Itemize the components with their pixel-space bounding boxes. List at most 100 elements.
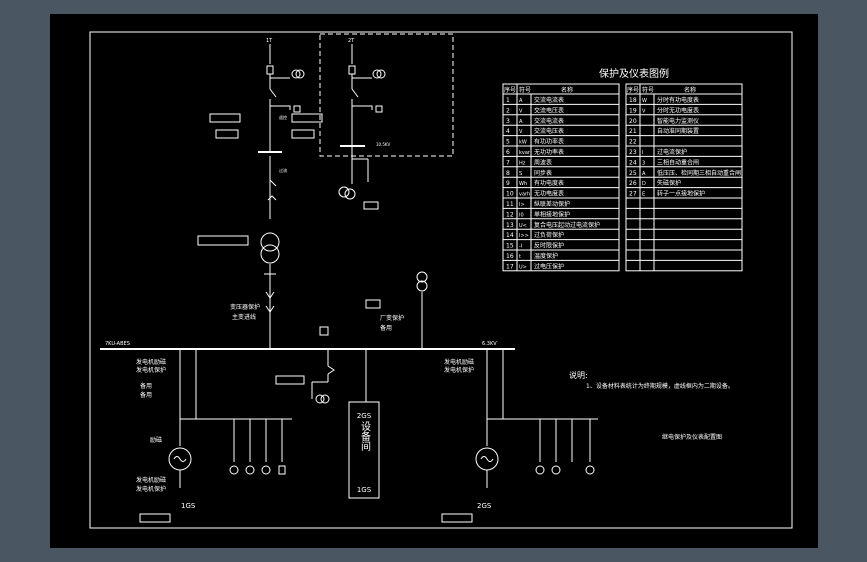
right-unit-label: 2GS: [477, 502, 492, 510]
legend-right-row-name: 分时无功电度表: [657, 106, 699, 114]
right-generator-unit: 发电机励磁 发电机保护 2GS: [441, 349, 598, 523]
legend-right-row-no: 19: [629, 107, 637, 114]
left-spare-b: 备用: [140, 391, 152, 399]
legend-right-row-no: 25: [629, 170, 637, 177]
single-line-diagram: 1T 遥控 过流 2T 10.5KV: [89, 31, 793, 529]
station-spare-label: 备用: [380, 324, 392, 332]
legend-left-row-sym: U>: [519, 264, 527, 270]
legend-right-row-sym: A: [642, 171, 646, 177]
right-voltage-label: 10.5KV: [376, 142, 391, 147]
drawing-title: 继电保护及仪表配置图: [662, 433, 722, 441]
legend-left-row-name: 交流电压表: [534, 127, 564, 135]
legend-left-row-sym: -I: [519, 244, 522, 250]
left-gen-bottom-2: 发电机保护: [136, 485, 166, 493]
legend-left-row-no: 10: [506, 191, 514, 198]
legend-right-row-name: 三相自动重合闸: [657, 158, 699, 166]
station-transformer-branch: 厂变保护 备用: [365, 271, 428, 349]
notes-heading: 说明:: [569, 370, 588, 380]
legend-left-row-no: 14: [506, 232, 514, 239]
left-incoming-feeder: 1T 遥控 过流: [209, 38, 305, 219]
legend-left-row-no: 4: [506, 128, 510, 135]
legend-left-row-no: 7: [506, 159, 510, 166]
panel-title: 设备间: [359, 421, 371, 452]
legend-left-row-no: 17: [506, 263, 514, 270]
legend-left-row-no: 16: [506, 253, 514, 260]
legend-left-row-no: 9: [506, 180, 510, 187]
legend-left-row-sym: I0: [519, 212, 524, 218]
pt-branch: [275, 349, 335, 404]
legend-right-row-no: 21: [629, 128, 637, 135]
legend-left-header-sym: 符号: [519, 86, 531, 94]
legend-left-row-no: 8: [506, 170, 510, 177]
legend-left-row-name: 无功电度表: [534, 190, 564, 198]
legend-left-row-name: 单相接地保护: [534, 210, 570, 218]
legend-left-row-no: 15: [506, 243, 514, 250]
right-bus-label: 2T: [348, 38, 355, 44]
bus-right-label: 6.3KV: [482, 341, 497, 347]
legend-right-row-name: 低压压、检同期三相自动重合闸: [657, 169, 741, 177]
legend-right-row-no: 23: [629, 149, 637, 156]
legend-left-row-sym: S: [519, 171, 522, 177]
legend-left-row-name: 复合电压起动过电流保护: [534, 221, 600, 229]
drawing-border: [89, 31, 793, 529]
legend-left-row-sym: I>: [519, 202, 525, 208]
legend-right-row-name: 智能电力监测仪: [657, 117, 699, 125]
legend-left-row-no: 13: [506, 222, 514, 229]
main-transformer: 变压器保护 主变进线: [197, 232, 329, 349]
legend-left-row-sym: varh: [519, 192, 530, 198]
legend-left-row-name: 交流电压表: [534, 106, 564, 114]
legend-left-row-name: 过负荷保护: [534, 231, 564, 239]
legend-right-row-sym: D: [642, 181, 646, 187]
left-excitation-label: 励磁: [150, 436, 162, 444]
bus-left-label: 7KU-ABES: [105, 341, 130, 347]
legend-left-row-no: 1: [506, 97, 510, 104]
legend-left-row-name: 同步表: [534, 169, 552, 177]
legend-left-row-no: 3: [506, 118, 510, 125]
panel-top-label: 2GS: [357, 412, 372, 420]
legend-right-row-name: 转子一点接地保护: [657, 190, 705, 198]
legend-left-row-sym: V: [519, 108, 523, 114]
svg-text:发电机保护: 发电机保护: [444, 366, 474, 374]
legend-left-header-name: 名称: [561, 86, 573, 94]
legend-right-row-sym: W: [642, 98, 647, 104]
legend-left-row-name: 周波表: [534, 158, 552, 166]
legend-title: 保护及仪表图例: [599, 67, 669, 80]
legend-left-row-name: 温度保护: [534, 252, 558, 260]
legend-right-row-name: 失磁保护: [657, 179, 681, 187]
legend-left-row-no: 2: [506, 107, 510, 114]
legend-left-row-name: 纵联差动保护: [534, 200, 570, 208]
legend-left-header-no: 序号: [504, 86, 516, 94]
legend-left-row-sym: U<: [519, 223, 527, 229]
left-gen-bottom-1: 发电机励磁: [136, 476, 166, 484]
legend-right-row-sym: I: [642, 150, 643, 156]
legend-right-row-sym: E: [642, 192, 645, 198]
phase-two-box: [319, 33, 454, 157]
legend-left-row-sym: I>>: [519, 233, 529, 239]
legend-right-row-name: 过电流保护: [657, 148, 687, 156]
legend-right-row-no: 18: [629, 97, 637, 104]
right-incoming-feeder: 2T 10.5KV: [291, 38, 391, 210]
legend-left-row-no: 12: [506, 211, 514, 218]
legend-left-row-name: 反时限保护: [534, 242, 564, 250]
equipment-room-panel: 2GS 设备间 1GS: [348, 349, 380, 499]
legend-left-row-sym: Hz: [519, 160, 526, 166]
left-gen-protect-label: 发电机保护: [136, 366, 166, 374]
legend-right-row-sym: 3: [642, 160, 645, 166]
legend-left-row-no: 6: [506, 149, 510, 156]
main-incoming-label: 主变进线: [232, 313, 256, 321]
legend-right-row-no: 22: [629, 139, 637, 146]
legend-left-row-sym: Wh: [519, 181, 527, 187]
transformer-protection-label: 变压器保护: [230, 303, 260, 311]
legend-left-row-sym: A: [519, 119, 523, 125]
legend-left-row-sym: V: [519, 129, 523, 135]
left-gen-excite-label: 发电机励磁: [136, 358, 166, 366]
legend-right-row-no: 27: [629, 191, 637, 198]
left-spare-a: 备用: [140, 382, 152, 390]
left-unit-label: 1GS: [181, 502, 196, 510]
notes-line-1: 1、设备材料表统计为终期规模，虚线框内为二期设备。: [586, 382, 734, 390]
legend-right-header-name: 名称: [684, 86, 696, 94]
legend-left-row-sym: kW: [519, 140, 527, 146]
legend-left-row-name: 过电压保护: [534, 262, 564, 270]
legend-right-row-name: 自动准同期装置: [657, 127, 699, 135]
